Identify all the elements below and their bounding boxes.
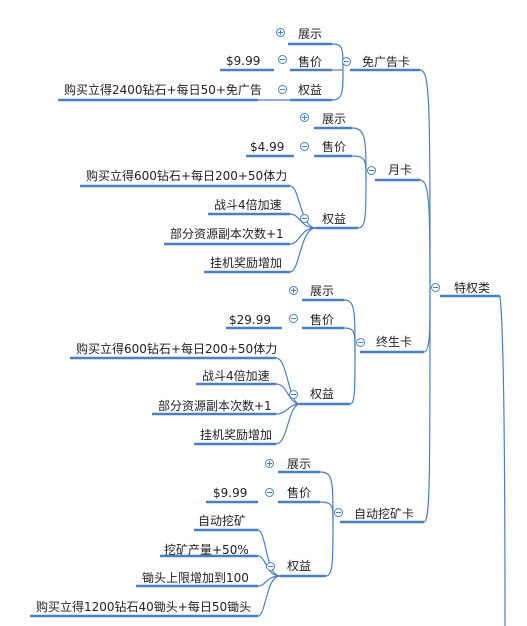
price-node-label[interactable]: 售价: [298, 55, 323, 69]
show-node-label[interactable]: 展示: [322, 112, 347, 126]
expand-toggle-icon[interactable]: [300, 113, 309, 122]
rights-item-label[interactable]: 购买立得1200钻石40锄头+每日50锄头: [36, 600, 252, 614]
rights-node-label[interactable]: 权益: [298, 83, 323, 97]
collapse-toggle-icon[interactable]: [289, 314, 298, 323]
rights-item-label[interactable]: 购买立得2400钻石+每日50+免广告: [64, 83, 262, 97]
rights-item-label[interactable]: 战斗4倍加速: [214, 198, 282, 212]
node-underlines: [30, 42, 500, 618]
collapse-toggle-icon[interactable]: [342, 57, 351, 66]
rights-item-label[interactable]: 挖矿产量+50%: [164, 543, 249, 557]
rights-item-label[interactable]: 部分资源副本次数+1: [170, 227, 284, 241]
expand-toggle-icon[interactable]: [289, 286, 298, 295]
price-value-label[interactable]: $29.99: [229, 313, 271, 327]
collapse-toggle-icon[interactable]: [367, 166, 376, 175]
price-node-label[interactable]: 售价: [322, 140, 347, 154]
collapse-toggle-icon[interactable]: [334, 508, 343, 517]
show-node-label[interactable]: 展示: [298, 27, 323, 41]
price-node-label[interactable]: 售价: [287, 486, 312, 500]
show-node-label[interactable]: 展示: [287, 457, 312, 471]
collapse-toggle-icon[interactable]: [266, 562, 275, 571]
rights-item-label[interactable]: 购买立得600钻石+每日200+50体力: [76, 342, 278, 356]
collapse-toggle-icon[interactable]: [300, 142, 309, 151]
price-value-label[interactable]: $9.99: [226, 54, 261, 68]
branch-node-label[interactable]: 终生卡: [376, 335, 413, 349]
rights-item-label[interactable]: 挂机奖励增加: [210, 256, 283, 270]
rights-item-label[interactable]: 自动挖矿: [198, 514, 247, 528]
collapse-toggle-icon[interactable]: [265, 488, 274, 497]
show-node-label[interactable]: 展示: [310, 284, 335, 298]
rights-item-label[interactable]: 锄头上限增加到100: [142, 571, 249, 585]
collapse-toggle-icon[interactable]: [300, 214, 309, 223]
collapse-toggle-icon[interactable]: [289, 390, 298, 399]
price-value-label[interactable]: $9.99: [213, 486, 248, 500]
branch-node-label[interactable]: 月卡: [388, 163, 413, 177]
collapse-toggle-icon[interactable]: [356, 338, 365, 347]
rights-item-label[interactable]: 战斗4倍加速: [202, 369, 270, 383]
rights-node-label[interactable]: 权益: [322, 212, 347, 226]
price-value-label[interactable]: $4.99: [250, 140, 285, 154]
rights-node-label[interactable]: 权益: [310, 387, 335, 401]
branch-node-label[interactable]: 免广告卡: [362, 55, 411, 69]
expand-toggle-icon[interactable]: [276, 28, 285, 37]
collapse-toggle-icon[interactable]: [278, 55, 287, 64]
rights-node-label[interactable]: 权益: [287, 559, 312, 573]
expand-toggle-icon[interactable]: [265, 459, 274, 468]
rights-item-label[interactable]: 购买立得600钻石+每日200+50体力: [86, 169, 288, 183]
rights-item-label[interactable]: 挂机奖励增加: [200, 428, 273, 442]
collapse-toggle-icon[interactable]: [431, 283, 440, 292]
collapse-toggle-icon[interactable]: [278, 85, 287, 94]
root-node-label[interactable]: 特权类: [454, 281, 491, 295]
rights-item-label[interactable]: 部分资源副本次数+1: [158, 399, 272, 413]
price-node-label[interactable]: 售价: [310, 313, 335, 327]
branch-node-label[interactable]: 自动挖矿卡: [354, 507, 415, 521]
